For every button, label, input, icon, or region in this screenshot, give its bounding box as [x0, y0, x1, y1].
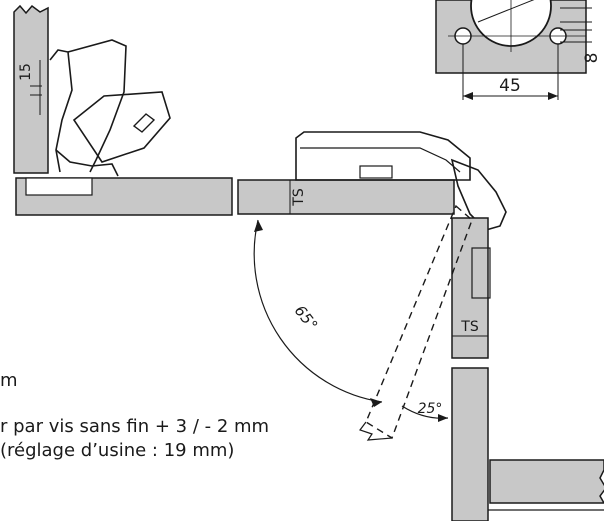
door-panel-closed: [451, 367, 489, 521]
ts-side-label: TS: [460, 319, 479, 335]
side-panel-bottom: [489, 459, 604, 504]
boring-pattern-detail: 45 8: [435, 0, 602, 100]
hinge-screw-slot: [359, 165, 393, 179]
door-cup-recess: [471, 247, 491, 299]
hinge-knuckle: [450, 158, 507, 231]
cabinet-panel-top: [237, 179, 455, 215]
dim-45-label: 45: [499, 76, 521, 96]
door-open-break: [359, 421, 393, 441]
door-panel-vertical: [13, 4, 49, 174]
plate-height-label: 15: [18, 63, 34, 81]
note-line-1: m: [0, 370, 18, 391]
diameter-line: [477, 0, 535, 23]
left-section-view: 15: [13, 4, 233, 216]
ts-top-label: TS: [291, 188, 307, 207]
angle-arc-65: [253, 219, 383, 403]
hinge-link: [72, 91, 171, 163]
arrowhead: [370, 398, 382, 407]
hinge-plate: [295, 131, 471, 181]
angle-65-label: 65°: [291, 302, 322, 334]
arrowhead: [463, 92, 473, 100]
note-line-2: r par vis sans fin + 3 / - 2 mm: [0, 416, 270, 437]
hinge-plate-detail: [300, 147, 461, 173]
hinge-link-slot: [132, 113, 156, 133]
note-line-3: (réglage d’usine : 19 mm): [0, 440, 235, 461]
right-section-view: TS TS 65° 25°: [237, 131, 604, 521]
arrowhead: [438, 414, 448, 422]
door-panel-side: [451, 217, 489, 359]
hinge-arm: [67, 39, 127, 173]
dim-8-label: 8: [582, 53, 602, 64]
arrowhead: [548, 92, 558, 100]
hinge-cup: [55, 149, 119, 177]
cup-recess: [25, 177, 93, 196]
arrowhead: [254, 220, 263, 232]
angle-25-label: 25°: [418, 401, 443, 417]
